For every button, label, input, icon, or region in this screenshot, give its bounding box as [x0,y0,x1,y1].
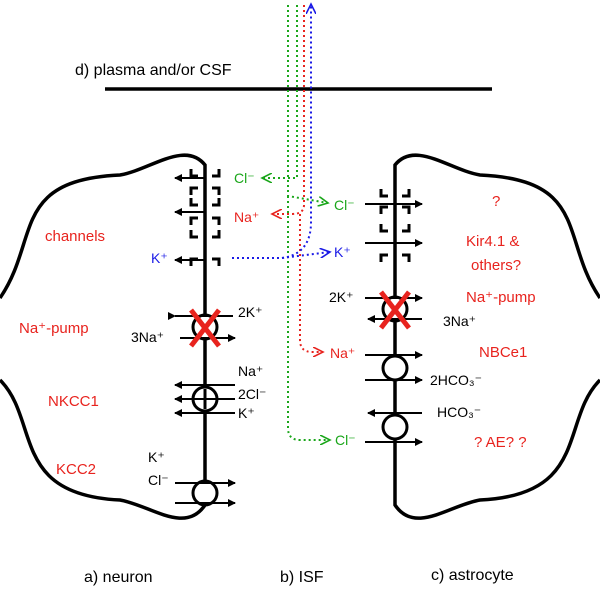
neuron-cl-channel-icon [174,169,221,195]
neuron-label-kcc2: KCC2 [56,461,96,478]
neuron-ion-pump-2k: 2K⁺ [238,304,263,320]
astro-label-ae: ? AE? ? [474,434,527,451]
astro-ion-pump-3na: 3Na⁺ [443,313,476,329]
neuron-nkcc1-icon [174,381,235,417]
astro-ae-icon [365,409,423,446]
neuron-label-channels: channels [45,228,105,245]
neuron-ion-pump-3na: 3Na⁺ [131,329,164,345]
isf-ion-k: K⁺ [334,244,351,260]
astro-label-kir: Kir4.1 & [466,233,519,250]
cl-flux-bottom-path [287,196,330,440]
neuron-ion-k-channel: K⁺ [151,250,168,266]
neuron-kcc2-icon [175,479,236,507]
na-flux-astro-path [299,214,323,352]
astro-ion-pump-2k: 2K⁺ [329,289,354,305]
cl-flux-neuron-path [262,5,298,178]
neuron-ion-kcc-k: K⁺ [148,449,165,465]
plasma-label: d) plasma and/or CSF [75,62,232,79]
astro-label-napump: Na⁺-pump [466,289,536,306]
neuron-k-channel-icon [174,230,221,266]
neuron-ion-cl-channel: Cl⁻ [234,170,255,186]
astro-pump-block-icon [379,290,411,330]
neuron-ion-kcc-cl: Cl⁻ [148,472,169,488]
isf-ion-cl-bottom: Cl⁻ [335,432,356,448]
compartment-isf-label: b) ISF [280,569,324,586]
neuron-label-napump: Na⁺-pump [19,320,89,337]
astro-label-unknown: ? [492,193,500,210]
astro-ion-nbc-hco3: 2HCO₃⁻ [430,372,482,388]
isf-ion-cl-top: Cl⁻ [334,197,355,213]
neuron-label-nkcc1: NKCC1 [48,393,99,410]
compartment-neuron-label: a) neuron [84,569,153,586]
neuron-na-channel-icon [174,198,221,225]
neuron-ion-nkcc-2cl: 2Cl⁻ [238,386,266,402]
neuron-pump-block-icon [189,308,221,348]
neuron-ion-nkcc-k: K⁺ [238,405,255,421]
astro-nbce1-icon [365,351,423,384]
na-flux-neuron-path [272,5,305,214]
k-flux-astro-path [281,252,330,259]
neuron-ion-nkcc-na: Na⁺ [238,363,263,379]
astro-label-kir2: others? [471,257,521,274]
compartment-astrocyte-label: c) astrocyte [431,567,514,584]
astro-kir-channel-icon [365,224,423,262]
astro-channel-top-icon [365,189,423,214]
isf-ion-na: Na⁺ [330,345,355,361]
astrocyte-membrane [393,153,600,520]
cl-flux-top-path [287,5,328,203]
astro-label-nbce1: NBCe1 [479,344,527,361]
neuron-ion-na-channel: Na⁺ [234,209,259,225]
astro-ion-ae-hco3: HCO₃⁻ [437,404,481,420]
